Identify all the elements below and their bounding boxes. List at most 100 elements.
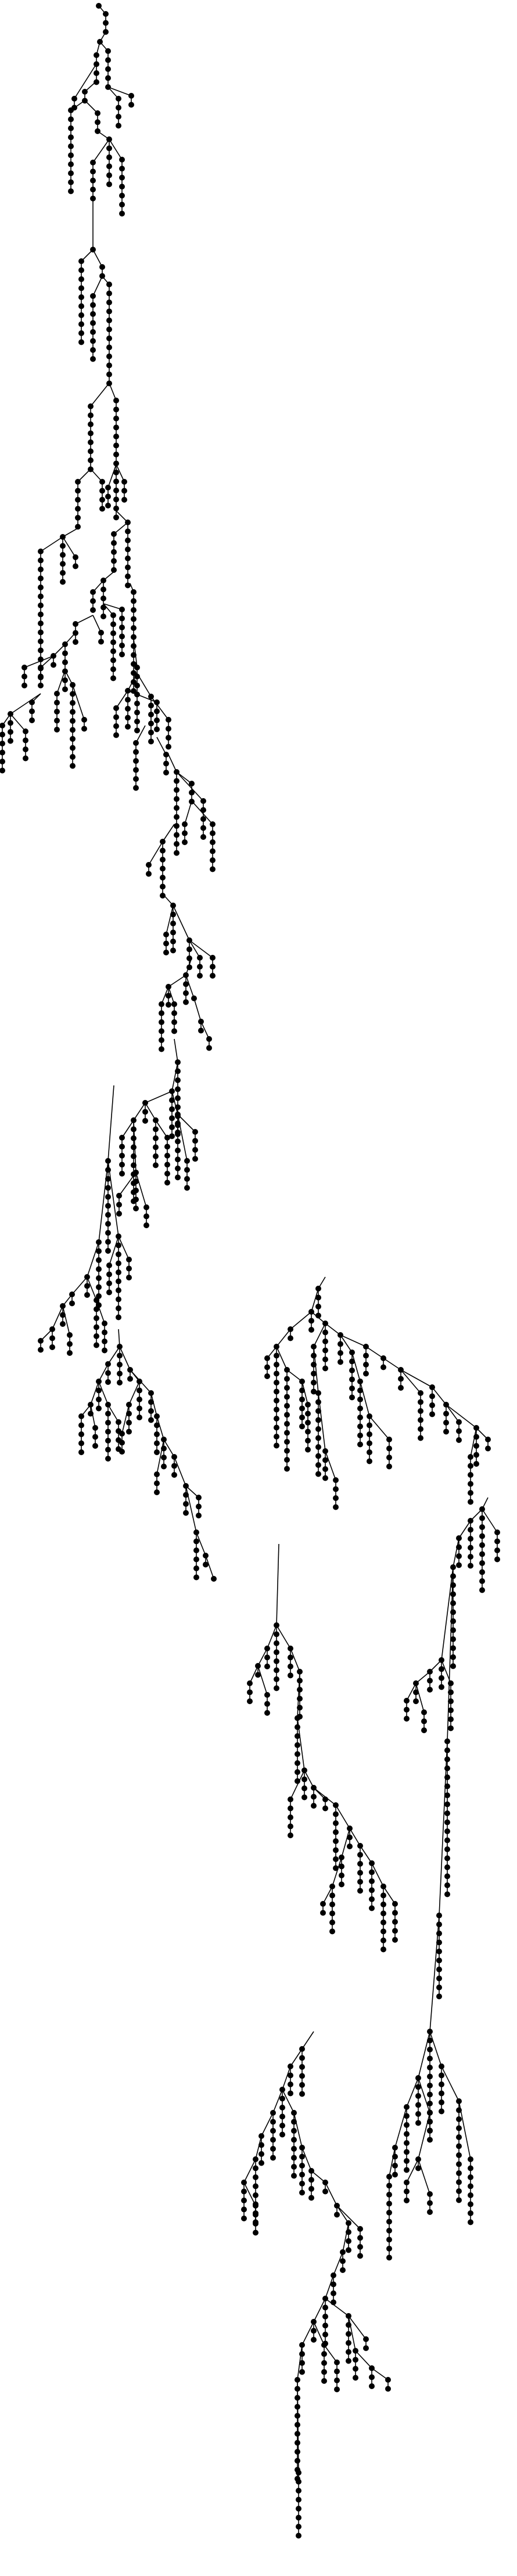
tree-node [146,862,152,868]
tree-edge [418,2159,430,2195]
tree-edge [311,1288,319,1312]
tree-node [385,2377,391,2383]
tree-node [418,1408,423,1414]
tree-node [450,1591,456,1597]
tree-node [119,633,125,640]
tree-node [380,1902,386,1907]
tree-node [125,706,131,712]
tree-node [279,2095,285,2102]
tree-node [311,1362,317,1368]
tree-node [96,1275,102,1281]
tree-edge [145,1102,156,1121]
tree-node [415,2111,421,2117]
tree-edge [249,1665,258,1684]
tree-node [299,1415,305,1420]
tree-node [111,540,117,546]
tree-node [357,1441,363,1448]
tree-node [339,1873,344,1878]
tree-node [427,2029,433,2034]
tree-node [418,1435,423,1441]
tree-node [170,903,176,908]
tree-node [90,178,96,183]
tree-node [334,2386,340,2393]
tree-node [148,712,154,717]
tree-node [106,154,112,160]
tree-node [119,1449,125,1455]
tree-node [154,1489,160,1495]
tree-node [160,883,166,890]
tree-edge [119,1346,131,1370]
tree-node [404,1706,410,1713]
tree-node [170,921,176,926]
tree-edge [171,1091,178,1115]
tree-edge [311,2170,326,2183]
tree-node [331,2299,336,2306]
tree-node [338,1341,343,1347]
tree-node [0,741,5,746]
tree-node [274,1380,279,1386]
tree-node [159,1028,164,1034]
tree-node [270,2146,276,2152]
tree-node [100,578,106,583]
tree-node [105,1379,111,1385]
tree-node [386,2182,392,2189]
tree-node [133,758,139,764]
tree-node [334,2359,340,2365]
tree-node [96,1239,102,1245]
tree-node [21,683,27,688]
tree-node [133,740,139,746]
tree-node [427,2137,433,2143]
tree-node [203,1553,209,1558]
tree-node [159,1001,164,1007]
tree-node [315,1435,321,1441]
tree-node [90,196,96,201]
tree-node [444,1765,450,1772]
tree-node [133,1188,139,1193]
tree-node [134,727,140,734]
tree-node [450,1627,456,1633]
tree-node [253,2229,258,2236]
tree-node [148,738,154,745]
tree-node [427,2073,433,2080]
tree-node [367,1431,372,1437]
tree-node [29,699,35,705]
tree-node [96,1266,102,1272]
tree-node [184,1176,190,1182]
tree-node [253,2156,258,2162]
tree-node [38,673,44,680]
tree-node [94,61,99,67]
tree-edge [118,1236,130,1260]
tree-node [164,1179,170,1186]
tree-node [90,311,96,317]
tree-node [159,1046,164,1052]
tree-edge [348,2315,367,2340]
tree-node [333,1865,339,1871]
tree-node [468,2210,473,2216]
tree-node [90,338,96,344]
tree-node [274,1442,279,1449]
tree-node [103,29,109,35]
tree-node [106,172,112,178]
tree-node [427,2191,433,2197]
tree-node [137,1405,142,1412]
tree-edge [98,1381,109,1405]
tree-node [258,2151,264,2157]
tree-node [295,2404,300,2410]
tree-node [38,575,44,582]
tree-node [105,1420,111,1426]
tree-node [456,1428,462,1434]
tree-node [322,1457,328,1463]
tree-node [125,582,131,589]
tree-node [62,677,68,683]
tree-node [170,939,176,944]
tree-node [174,841,179,847]
tree-node [69,1300,75,1307]
tree-node [78,321,84,327]
tree-node [456,2143,462,2149]
tree-node [295,2422,300,2428]
tree-node [70,727,76,733]
tree-node [71,104,77,111]
tree-node [174,850,179,856]
tree-node [137,1397,142,1402]
tree-node [386,2246,392,2252]
